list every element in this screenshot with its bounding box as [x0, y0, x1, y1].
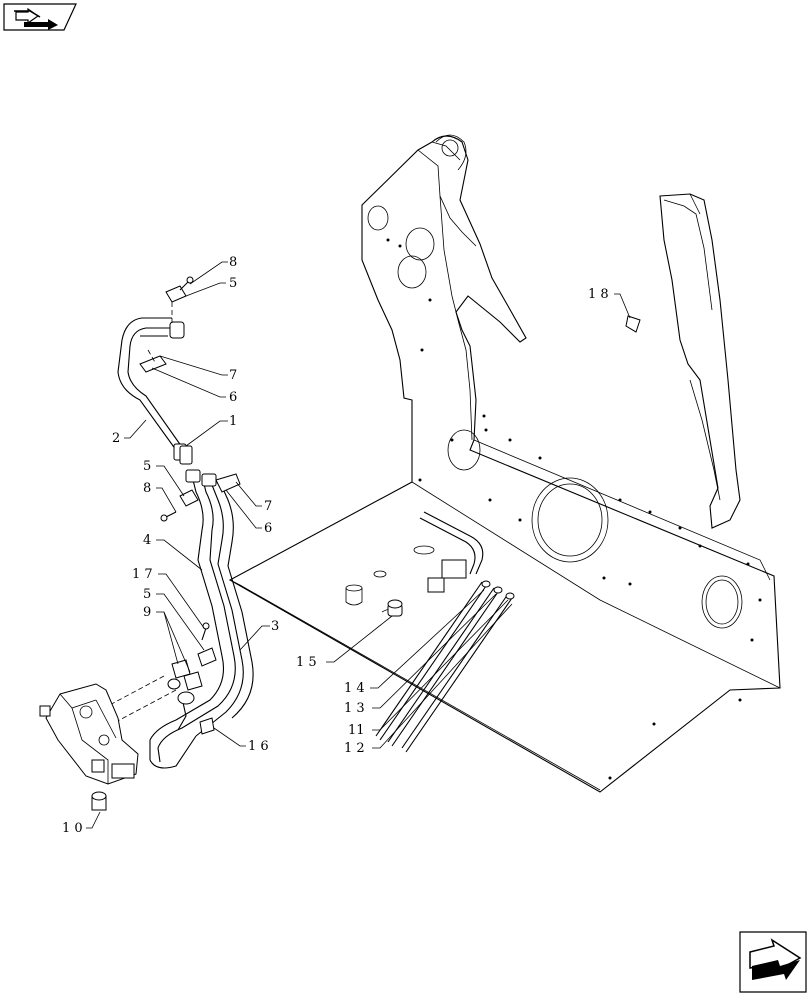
callout-labels: 8 5 7 6 1 2 5 8 7 6 4 1 7 5 9 3 1 6 1 0 … — [62, 255, 609, 836]
callout-5-middle: 5 — [143, 459, 151, 474]
callout-5-lower: 5 — [143, 587, 151, 602]
previous-page-button[interactable] — [3, 3, 77, 31]
middle-clamp-hardware — [160, 489, 217, 667]
control-valve-block — [39, 683, 139, 785]
side-cover-panel — [659, 193, 741, 529]
callout-7-right: 7 — [264, 499, 272, 514]
callout-2: 2 — [112, 431, 120, 446]
callout-16: 1 6 — [248, 739, 269, 754]
upper-line-assembly — [117, 317, 193, 465]
callout-6-right: 6 — [264, 521, 272, 536]
callout-13: 1 3 — [344, 701, 365, 716]
previous-page-arrow-icon — [14, 7, 58, 30]
callout-14: 1 4 — [344, 681, 365, 696]
callout-1: 1 — [229, 414, 237, 429]
callout-18: 1 8 — [588, 287, 609, 302]
callout-5-top: 5 — [229, 276, 237, 291]
lower-line-assembly — [149, 469, 254, 769]
fitting-set — [103, 659, 203, 725]
next-page-button[interactable] — [739, 931, 807, 993]
callout-11: 11 — [348, 723, 365, 738]
small-fitting — [199, 717, 215, 735]
callout-12: 1 2 — [344, 741, 365, 756]
callout-10: 1 0 — [62, 821, 83, 836]
chassis-frame — [228, 134, 781, 793]
callout-7-top: 7 — [229, 368, 237, 383]
callout-8-top: 8 — [229, 255, 237, 270]
callout-8-middle: 8 — [143, 481, 151, 496]
next-page-arrow-icon — [749, 938, 802, 980]
plug-fitting — [387, 599, 403, 617]
callout-9: 9 — [143, 605, 151, 620]
callout-3: 3 — [271, 619, 279, 634]
hose-set — [375, 511, 515, 753]
callout-17: 1 7 — [132, 567, 153, 582]
top-clamp-hardware — [165, 276, 194, 326]
clip — [625, 315, 641, 333]
callout-15: 1 5 — [296, 655, 317, 670]
callout-6-top: 6 — [229, 390, 237, 405]
callout-4: 4 — [143, 533, 151, 548]
callout-leaders — [86, 261, 631, 829]
cap-plug — [91, 791, 107, 811]
